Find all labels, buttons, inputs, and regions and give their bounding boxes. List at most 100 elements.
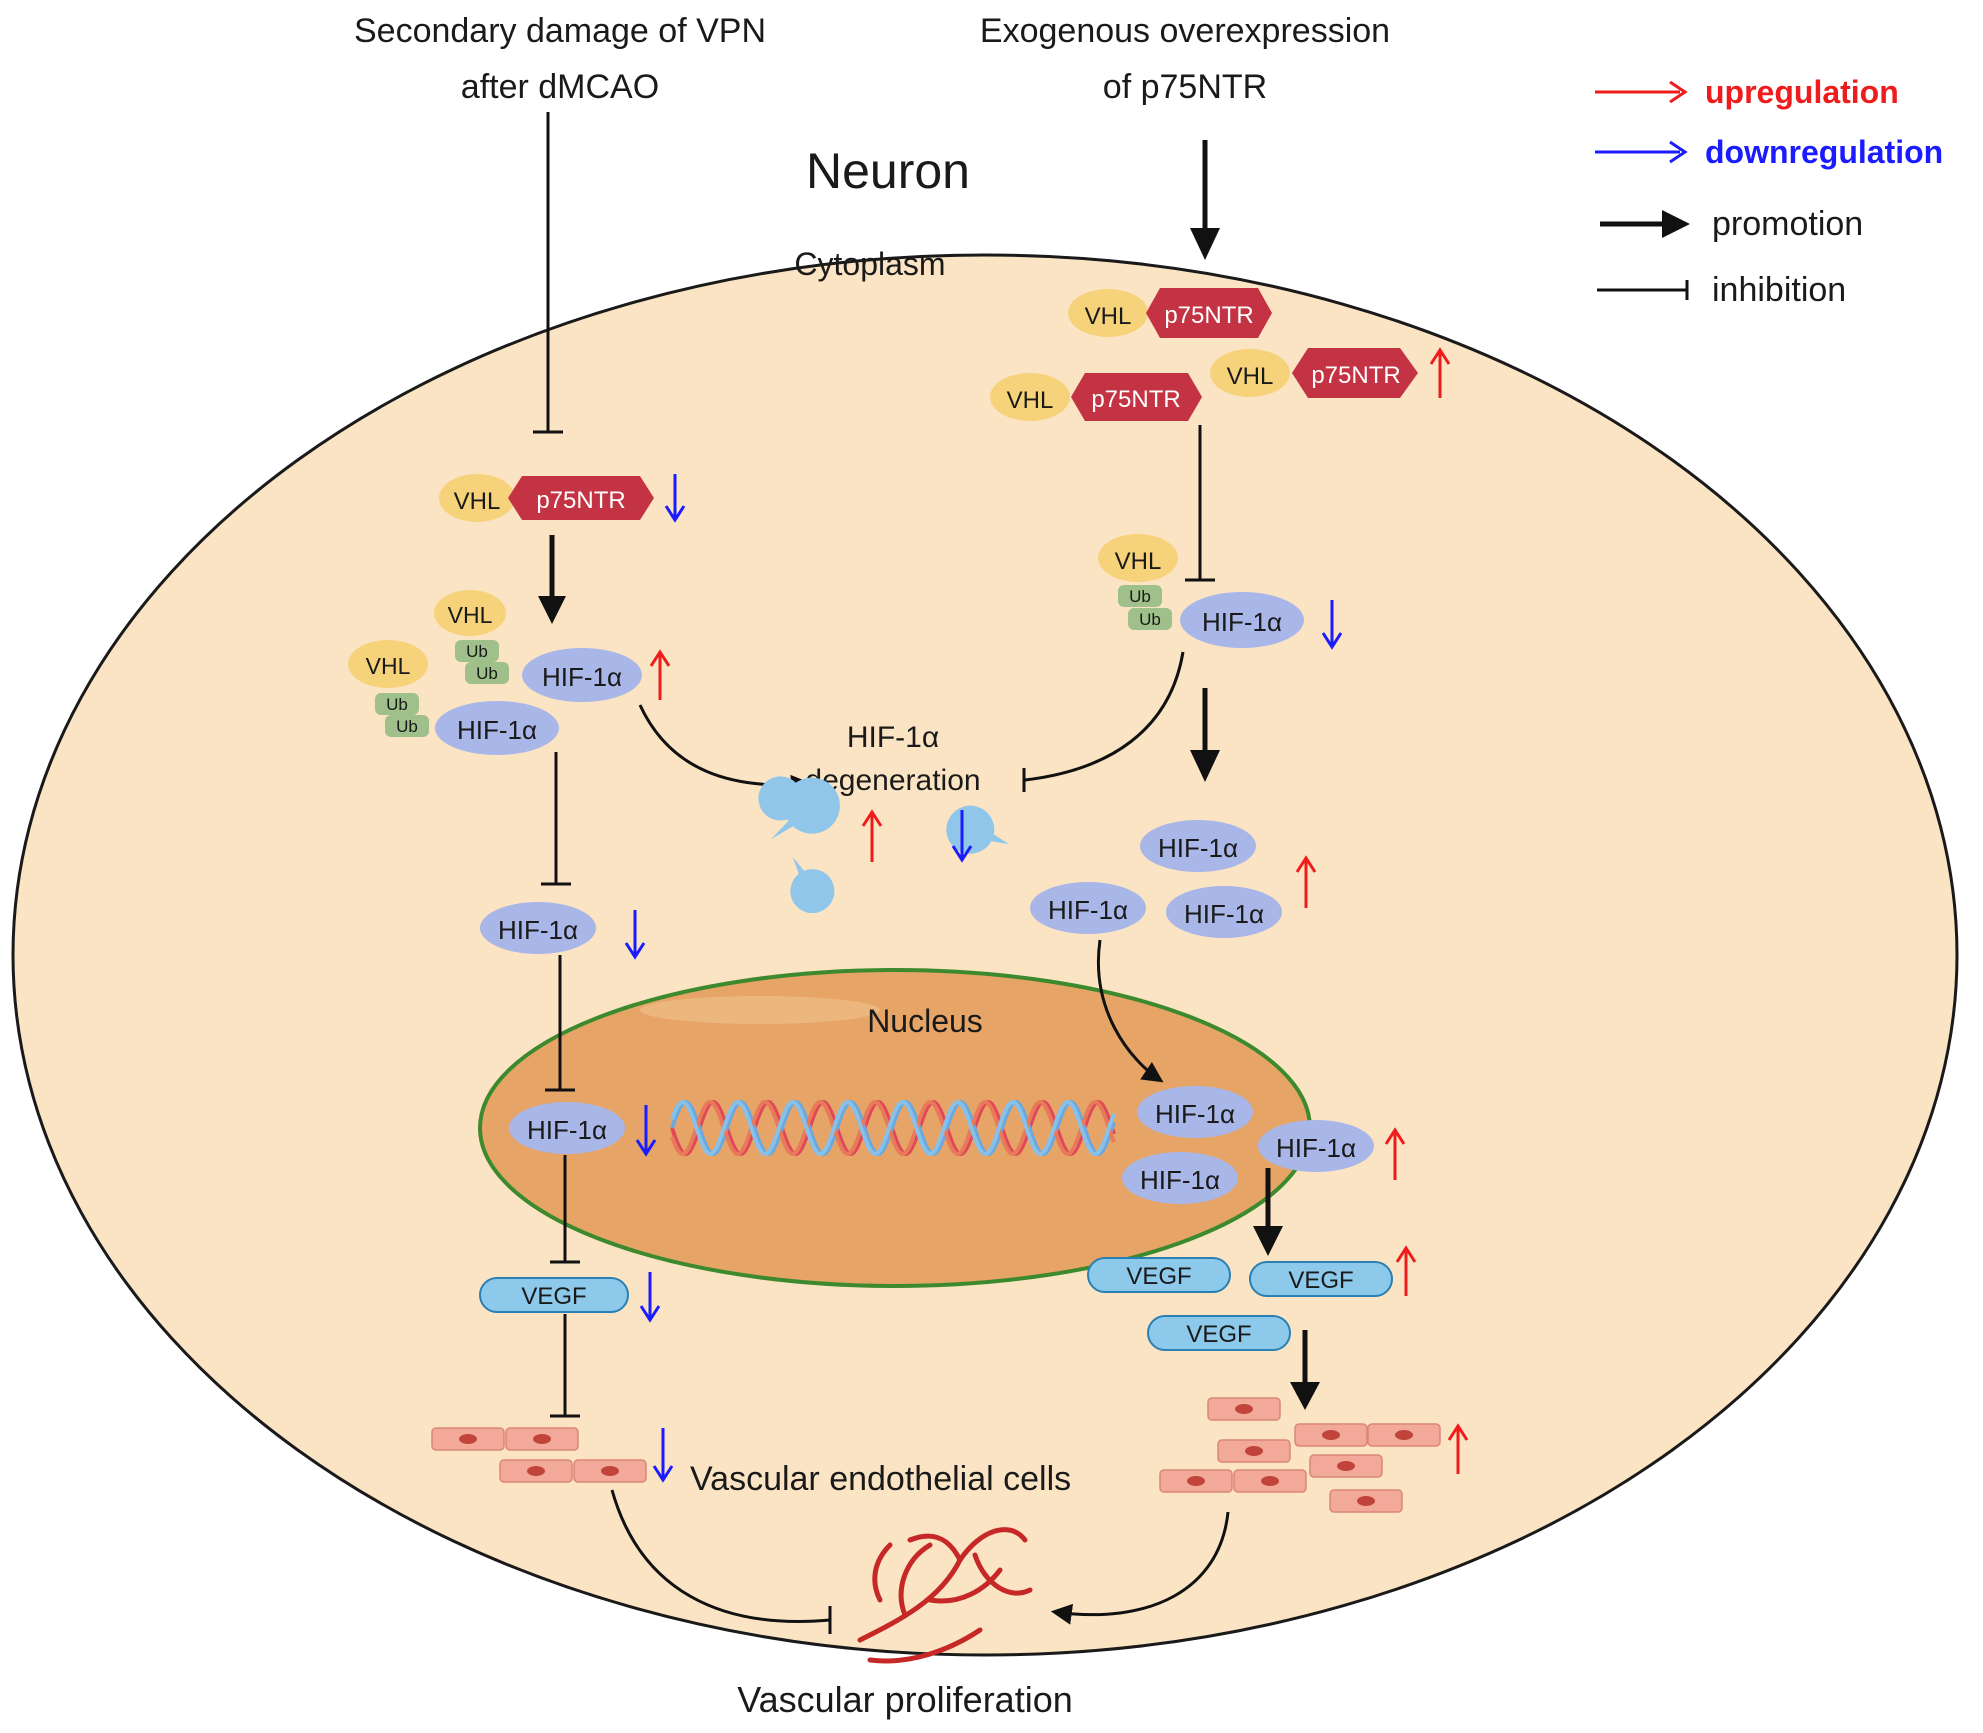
legend-down-arrow-head <box>1669 140 1688 164</box>
p75ntr-protein <box>1146 288 1272 338</box>
hif-1a-protein <box>435 701 559 755</box>
vhl-label: VHL <box>366 653 411 679</box>
up-arrow-right-nucleus-head <box>1384 1127 1406 1145</box>
cell-nucleus <box>1187 1476 1205 1486</box>
vhl-label: VHL <box>454 488 501 515</box>
right-promote-head-4 <box>1290 1382 1320 1410</box>
vhl-protein <box>1098 534 1178 582</box>
hif-1a-label: HIF-1α <box>498 915 578 945</box>
cell-nucleus <box>1357 1496 1375 1506</box>
vhl-protein <box>348 640 428 688</box>
source-label-right-line1: Exogenous overexpression <box>980 12 1390 50</box>
right-promote-head-2 <box>1190 750 1220 782</box>
hif-1a-protein <box>1180 592 1304 648</box>
hif-ub-cluster-left: VHL VHL Ub Ub HIF-1α Ub Ub HIF-1α <box>348 590 642 755</box>
dna-helix <box>670 1099 1116 1157</box>
down-arrow-left-nucleus-head <box>635 1139 657 1157</box>
hif-1a-label: HIF-1α <box>1184 899 1264 929</box>
vhl-protein <box>439 474 515 522</box>
endothelial-cells-right <box>1159 1397 1441 1513</box>
legend-upregulation: upregulation <box>1705 74 1899 110</box>
vhl-protein <box>434 590 506 636</box>
hif-1a-label: HIF-1α <box>1202 607 1282 637</box>
hif-1a-protein <box>1140 820 1256 872</box>
down-arrow-right-hif-head <box>1321 632 1343 650</box>
vhl-label: VHL <box>1007 387 1054 414</box>
up-arrow-right-vegf-head <box>1395 1245 1417 1263</box>
ub-label: Ub <box>476 664 498 683</box>
source-label-left-line1: Secondary damage of VPN <box>354 12 766 50</box>
neuron-title: Neuron <box>806 143 970 199</box>
hif-cluster-right-free: HIF-1α HIF-1α HIF-1α <box>1030 820 1282 938</box>
up-arrow-degeneration-head <box>861 809 883 827</box>
down-arrow-left-cells-head <box>652 1465 674 1483</box>
p75ntr-label: p75NTR <box>1311 362 1400 389</box>
proteasome-icon <box>758 776 818 821</box>
vhl-protein <box>1068 289 1148 337</box>
vegf-label: VEGF <box>521 1283 586 1310</box>
hif-1a-label: HIF-1α <box>1048 895 1128 925</box>
nucleus-highlight <box>640 996 880 1024</box>
ub-label: Ub <box>1129 587 1151 606</box>
hif-1a-label: HIF-1α <box>457 715 537 745</box>
vhl-protein <box>1210 349 1290 397</box>
proteasome-icon <box>790 856 835 914</box>
ub-tag <box>455 640 499 662</box>
vhl-label: VHL <box>1085 303 1132 330</box>
vegf-protein-left <box>479 1277 629 1313</box>
cell-nucleus <box>1235 1404 1253 1414</box>
hif-1a-protein <box>1166 886 1282 938</box>
ub-label: Ub <box>396 717 418 736</box>
cell-body <box>11 253 1959 1657</box>
right-promote-vessels <box>1050 1511 1230 1625</box>
p75ntr-protein <box>1292 348 1418 398</box>
hif-1a-label: HIF-1α <box>542 662 622 692</box>
dna-strand <box>670 1099 1116 1157</box>
vegf-protein <box>1087 1257 1231 1293</box>
hif-1a-label: HIF-1α <box>527 1115 607 1145</box>
cell-nucleus <box>601 1466 619 1476</box>
ub-tag <box>385 715 429 737</box>
vegf-label: VEGF <box>1288 1267 1353 1294</box>
right-translocate-arrow <box>1097 939 1164 1083</box>
vascular-endothelial-label: Vascular endothelial cells <box>690 1460 1071 1498</box>
cell-nucleus <box>459 1434 477 1444</box>
legend-promotion: promotion <box>1712 205 1863 243</box>
vhl-label: VHL <box>1227 363 1274 390</box>
hif-1a-label: HIF-1α <box>1276 1133 1356 1163</box>
legend-inhibition: inhibition <box>1712 271 1846 309</box>
ub-tag <box>1118 585 1162 607</box>
hif-1a-label: HIF-1α <box>1155 1099 1235 1129</box>
down-arrow-left-vegf-head <box>639 1305 661 1323</box>
ub-label: Ub <box>386 695 408 714</box>
blood-vessels-icon <box>857 1527 1033 1664</box>
p75ntr-label: p75NTR <box>1091 386 1180 413</box>
complex-vhl-p75-right-2: VHL p75NTR <box>990 373 1202 421</box>
vhl-label: VHL <box>1115 548 1162 575</box>
dna-strand <box>670 1099 1116 1157</box>
source-label-left-line2: after dMCAO <box>461 68 659 106</box>
vhl-protein <box>990 373 1070 421</box>
cell-nucleus <box>1395 1430 1413 1440</box>
hif-1a-label: HIF-1α <box>1140 1165 1220 1195</box>
cell-nucleus <box>1245 1446 1263 1456</box>
hif-cluster-right-nucleus: HIF-1α HIF-1α HIF-1α <box>1122 1086 1374 1204</box>
cell-nucleus <box>1322 1430 1340 1440</box>
complex-vhl-p75-left: VHL p75NTR <box>439 474 654 522</box>
p75ntr-label: p75NTR <box>1164 302 1253 329</box>
vegf-cluster-right: VEGF VEGF VEGF <box>1087 1257 1393 1351</box>
down-arrow-left-hif-head <box>624 942 646 960</box>
hif-1a-protein-left-free <box>480 902 596 954</box>
hif-1a-protein <box>1030 882 1146 934</box>
vegf-protein <box>1249 1261 1393 1297</box>
complex-vhl-p75-right-3: VHL p75NTR <box>1210 348 1418 398</box>
cell-nucleus <box>1261 1476 1279 1486</box>
ub-label: Ub <box>466 642 488 661</box>
left-inhibit-vessels <box>610 1489 831 1623</box>
hif-1a-protein <box>522 648 642 702</box>
nucleus-label: Nucleus <box>867 1003 983 1039</box>
cytoplasm-label: Cytoplasm <box>794 246 945 282</box>
vegf-label: VEGF <box>1126 1263 1191 1290</box>
hif-1a-protein-left-nucleus <box>509 1102 625 1154</box>
